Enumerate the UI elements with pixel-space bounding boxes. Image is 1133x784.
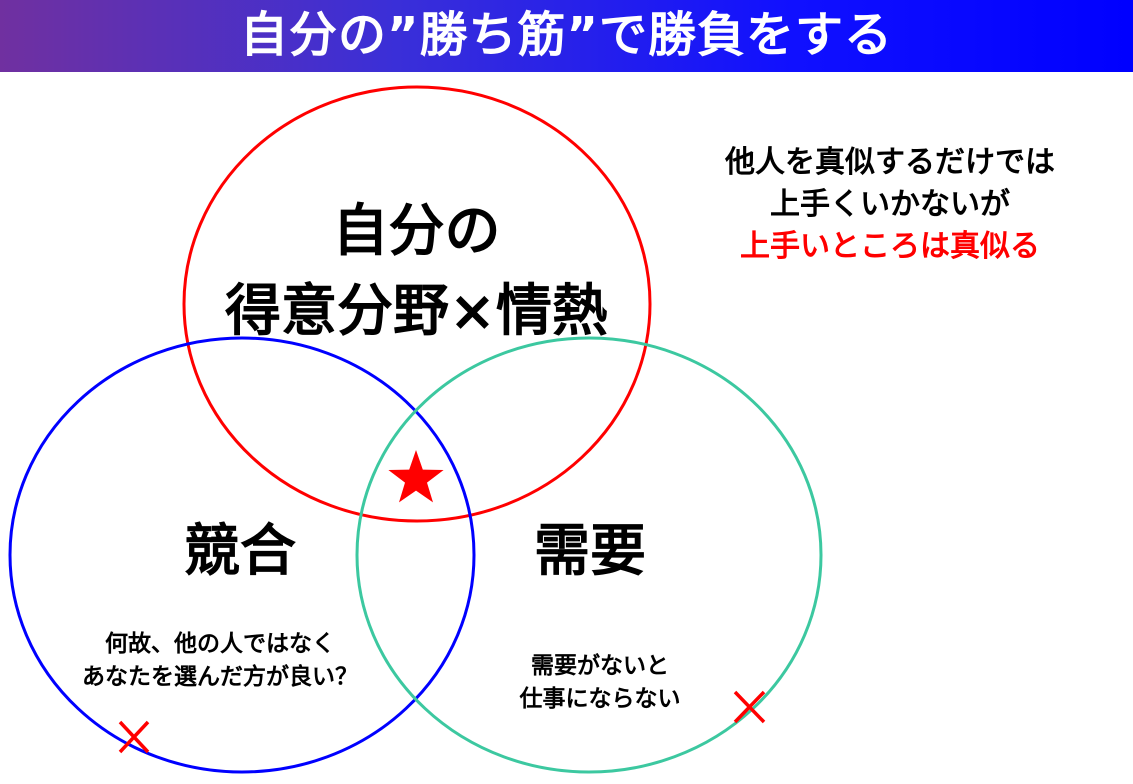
competition-circle — [8, 336, 476, 774]
cross-icon — [118, 720, 150, 754]
side-note: 他人を真似するだけでは 上手くいかないが 上手いところは真似る — [680, 142, 1100, 268]
self-circle-label: 自分の 得意分野×情熱 — [183, 192, 650, 352]
demand-note-line: 仕事にならない — [519, 686, 681, 712]
demand-note: 需要がないと 仕事にならない — [480, 650, 720, 716]
self-label-line: 自分の — [332, 199, 501, 264]
demand-label: 需要 — [534, 519, 646, 584]
self-circle — [182, 85, 652, 523]
demand-note-line: 需要がないと — [531, 653, 669, 679]
side-note-highlight: 上手いところは真似る — [740, 229, 1040, 264]
competition-note-line: あなたを選んだ方が良い？ — [82, 664, 358, 690]
page-title: 自分の”勝ち筋”で勝負をする — [239, 7, 894, 63]
side-note-line: 上手くいかないが — [770, 187, 1010, 222]
cross-icon — [733, 690, 766, 724]
demand-circle — [355, 336, 823, 774]
competition-note: 何故、他の人ではなく あなたを選んだ方が良い？ — [40, 628, 400, 694]
competition-label: 競合 — [184, 519, 296, 584]
side-note-line: 他人を真似するだけでは — [725, 145, 1055, 180]
title-banner: 自分の”勝ち筋”で勝負をする — [0, 0, 1133, 72]
competition-note-line: 何故、他の人ではなく — [105, 631, 335, 657]
star-icon — [388, 450, 444, 503]
self-label-line: 得意分野×情熱 — [225, 279, 608, 344]
